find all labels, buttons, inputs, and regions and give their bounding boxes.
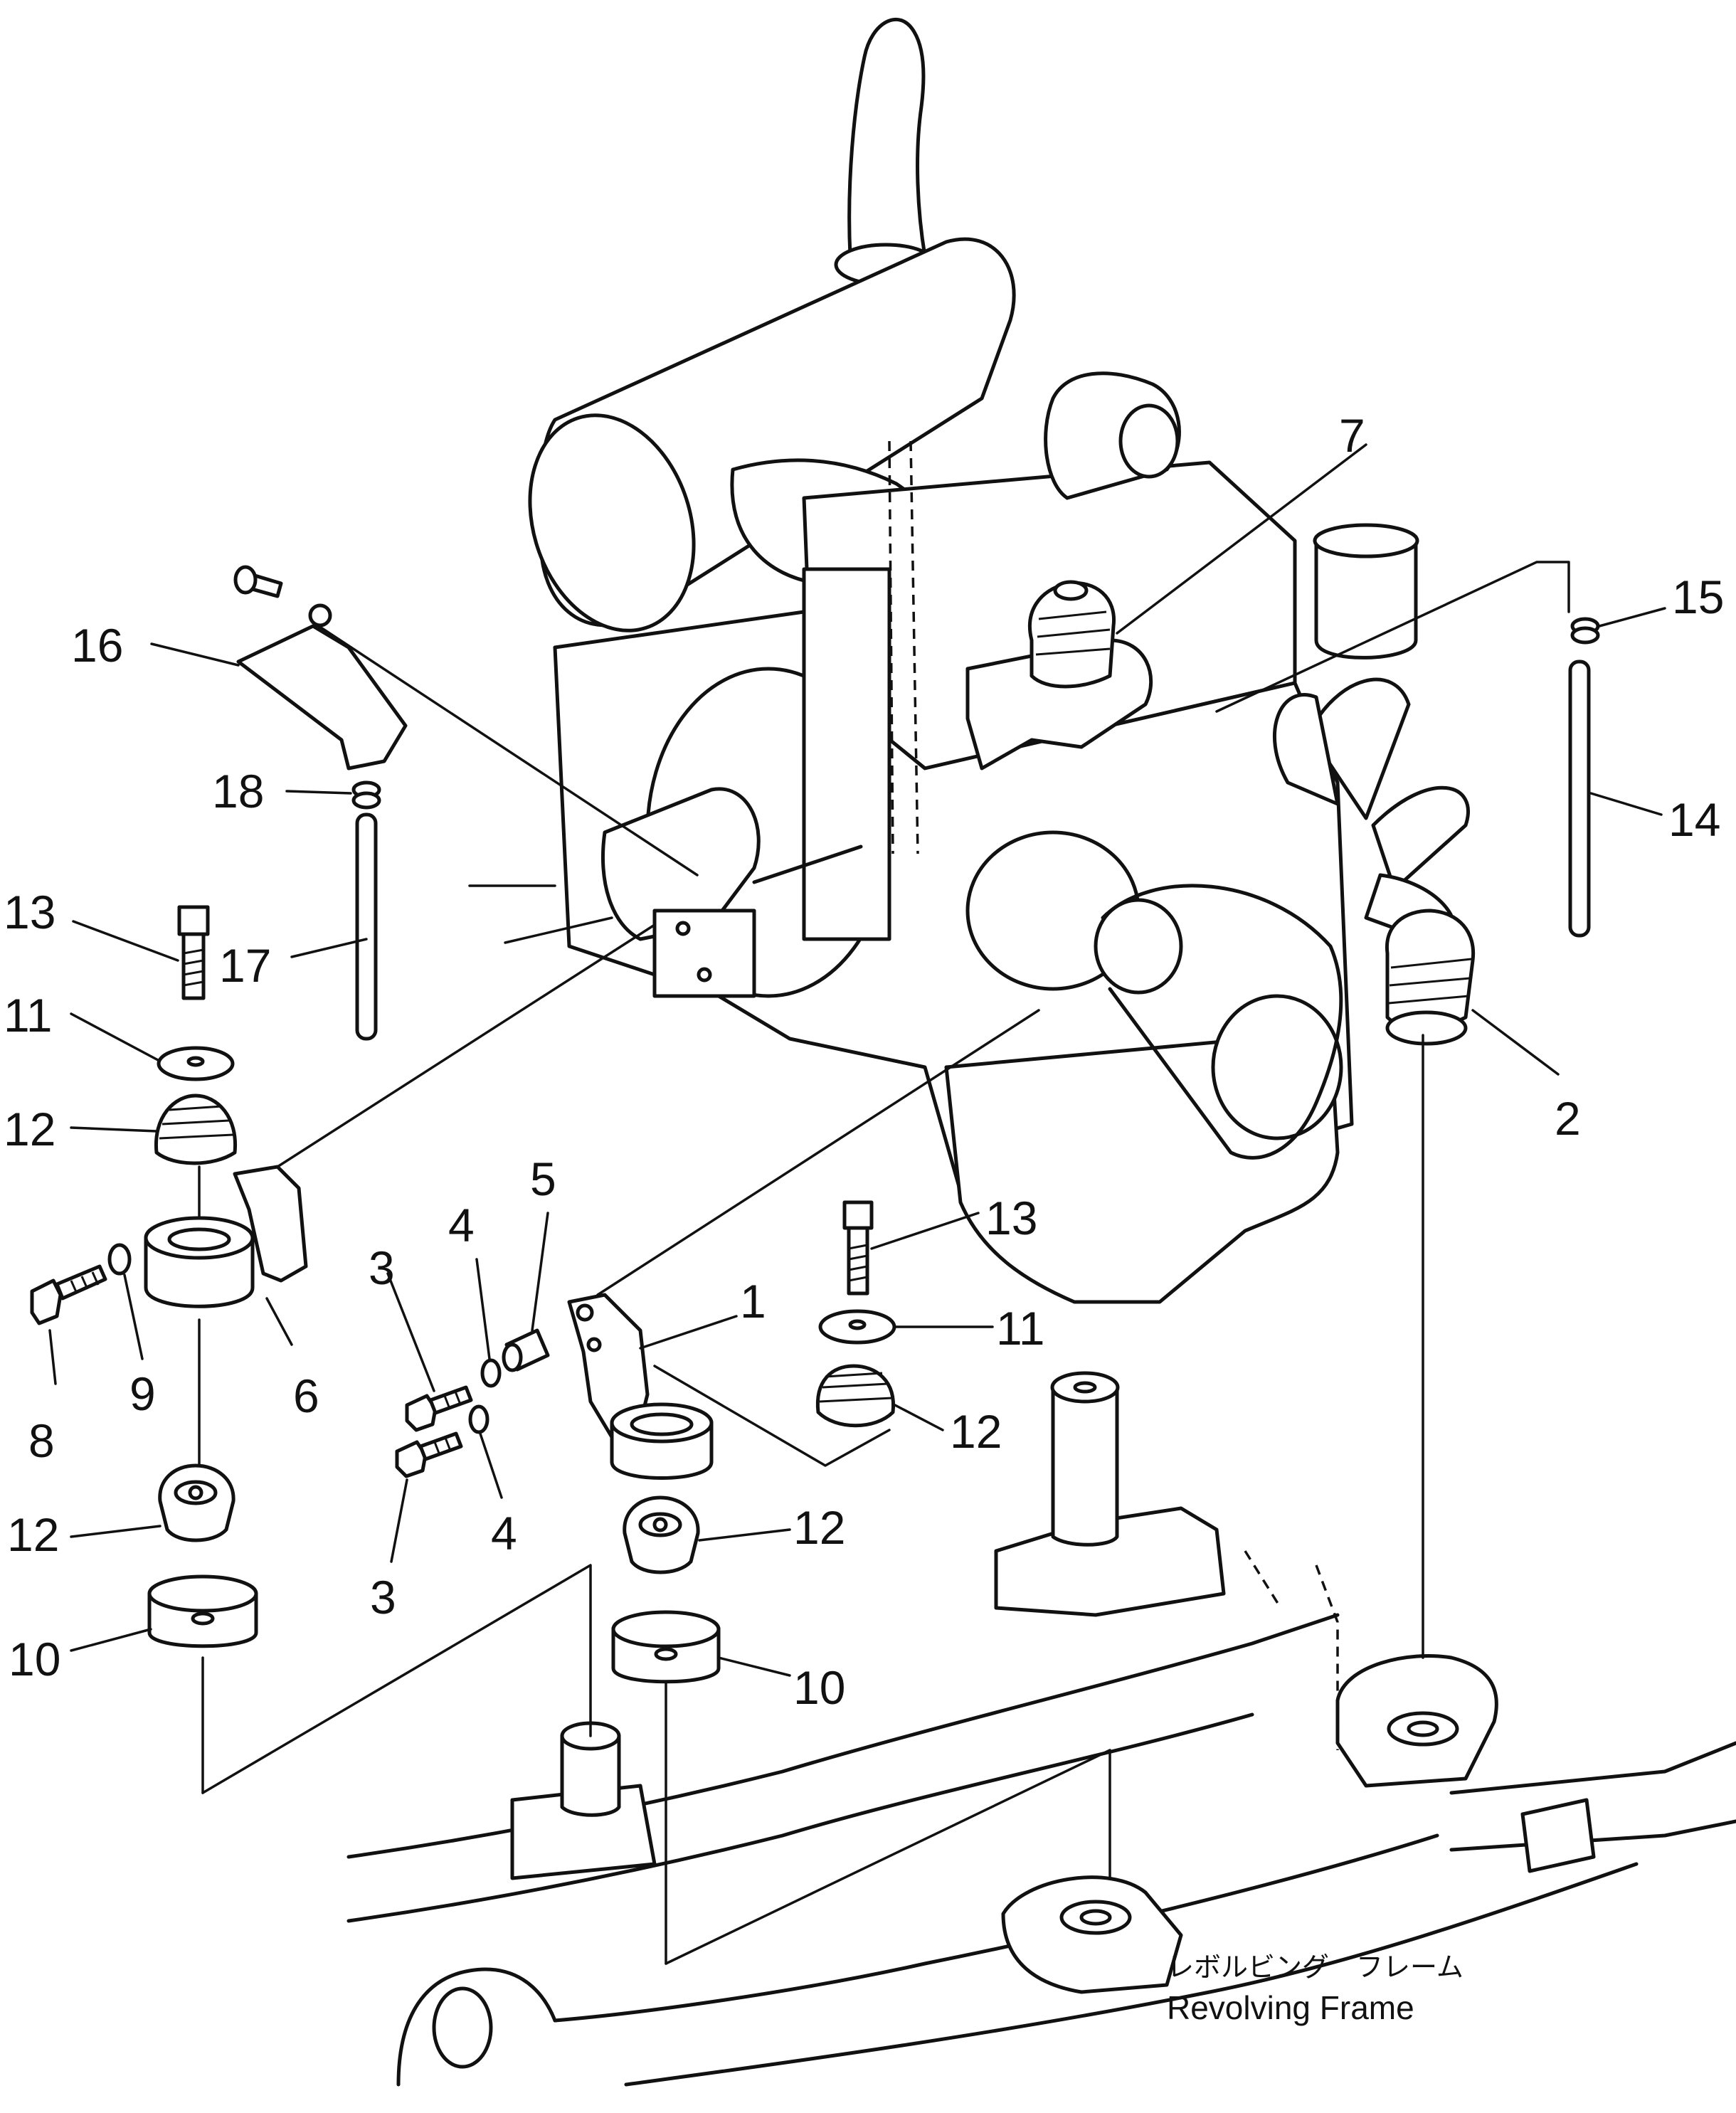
caption-english: Revolving Frame (1167, 1989, 1414, 2026)
rear-mount-block (652, 909, 756, 998)
leader-lines (48, 443, 1666, 1965)
part-5-collar (502, 1328, 550, 1372)
part-12-rubber-upper-left (154, 1093, 238, 1165)
callout-4-lower: 4 (491, 1507, 517, 1559)
part-10-cup-left (147, 1574, 258, 1648)
part-15-clamp (1570, 617, 1600, 645)
rubber-mount-7 (1027, 581, 1116, 689)
muffler-end-cap (528, 413, 696, 632)
callout-18: 18 (212, 765, 264, 817)
frame-caption: レボルビング フレーム Revolving Frame (1167, 1952, 1464, 2026)
callout-5: 5 (530, 1153, 556, 1205)
fan-blade-2 (1371, 785, 1470, 891)
turbo-outlet (1118, 403, 1180, 479)
part-4-washer-lower (468, 1404, 489, 1434)
alternator-pulley (1094, 898, 1183, 995)
fan-belt (1101, 884, 1343, 1160)
mount-2-assembly (1385, 909, 1476, 1046)
callout-8: 8 (28, 1414, 55, 1467)
callout-3-lower: 3 (370, 1571, 396, 1624)
callout-12-lower-left: 12 (7, 1508, 59, 1561)
part-18-clamp (351, 780, 381, 810)
part-1-bracket (567, 1009, 1040, 1480)
mount-7-assembly (965, 580, 1153, 770)
crank-pulley (1211, 994, 1343, 1140)
part-14-pipe (1568, 660, 1591, 938)
fuel-filter-cap (1313, 523, 1419, 558)
engine-assembly (468, 17, 1470, 1304)
rubber-mount-2 (1385, 909, 1476, 1030)
callout-17: 17 (219, 939, 271, 992)
part-12-rubber-lower-center (623, 1495, 700, 1574)
callout-16: 16 (71, 619, 123, 672)
revolving-frame (346, 1371, 1736, 2087)
callout-13-center: 13 (985, 1192, 1037, 1244)
fan-blade-4 (1272, 693, 1340, 806)
part-16-cover (233, 565, 699, 877)
callout-1: 1 (740, 1275, 766, 1328)
callout-13-left: 13 (4, 886, 55, 938)
fan-blade-1 (1307, 677, 1411, 820)
callout-11-center: 11 (996, 1302, 1045, 1355)
callout-7: 7 (1339, 409, 1365, 462)
callout-10-left: 10 (9, 1633, 60, 1685)
callout-2: 2 (1555, 1092, 1581, 1145)
callout-3-upper: 3 (369, 1241, 395, 1294)
part-6-support (144, 923, 656, 1308)
callout-6: 6 (293, 1370, 319, 1422)
part-13-bolt-left (177, 905, 210, 1000)
callout-labels: 1 2 3 3 4 4 5 6 7 8 9 10 10 11 11 12 12 … (4, 409, 1724, 1714)
callout-4-upper: 4 (448, 1199, 475, 1251)
callout-15: 15 (1672, 571, 1724, 623)
part-9-washer (107, 1243, 132, 1276)
callout-11-left: 11 (4, 989, 53, 1042)
bellhousing-flange (802, 567, 891, 941)
exhaust-pipe (847, 17, 927, 258)
callout-12-upper-center: 12 (950, 1405, 1002, 1458)
callout-12-upper-left: 12 (4, 1103, 55, 1155)
part-3-bolt-lower (395, 1431, 463, 1478)
callout-12-lower-center: 12 (793, 1501, 845, 1554)
fuel-filter (1314, 535, 1418, 660)
part-12-rubber-lower-left (158, 1463, 235, 1542)
part-10-cup-center (611, 1610, 721, 1684)
part-3-bolt-upper (405, 1385, 473, 1432)
part-8-bolt (30, 1264, 107, 1325)
callout-9: 9 (129, 1367, 156, 1420)
callout-14: 14 (1668, 793, 1720, 846)
part-4-washer-upper (480, 1358, 502, 1388)
caption-japanese: レボルビング フレーム (1167, 1952, 1464, 1983)
part-17-pipe (355, 812, 378, 1041)
part-13-bolt-center (842, 1200, 874, 1296)
callout-10-center: 10 (793, 1661, 845, 1714)
part-12-rubber-upper-center (815, 1364, 896, 1428)
